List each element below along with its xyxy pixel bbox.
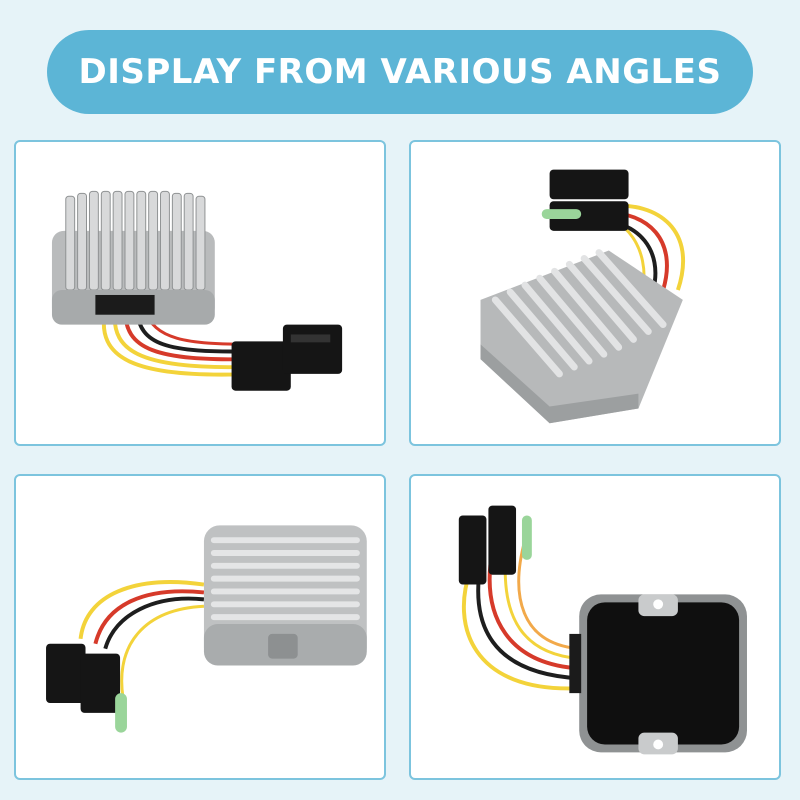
product-image-panel-2 — [409, 140, 781, 446]
product-image-panel-1 — [14, 140, 386, 446]
regulator-angled-view-image — [480, 169, 685, 424]
title-banner: DISPLAY FROM VARIOUS ANGLES — [47, 30, 753, 114]
product-image-panel-3 — [14, 474, 386, 780]
regulator-side-view-image — [46, 525, 367, 733]
product-image-panel-4 — [409, 474, 781, 780]
regulator-front-view-image — [51, 190, 343, 391]
regulator-back-view-image — [458, 505, 747, 755]
banner-title: DISPLAY FROM VARIOUS ANGLES — [78, 52, 722, 92]
